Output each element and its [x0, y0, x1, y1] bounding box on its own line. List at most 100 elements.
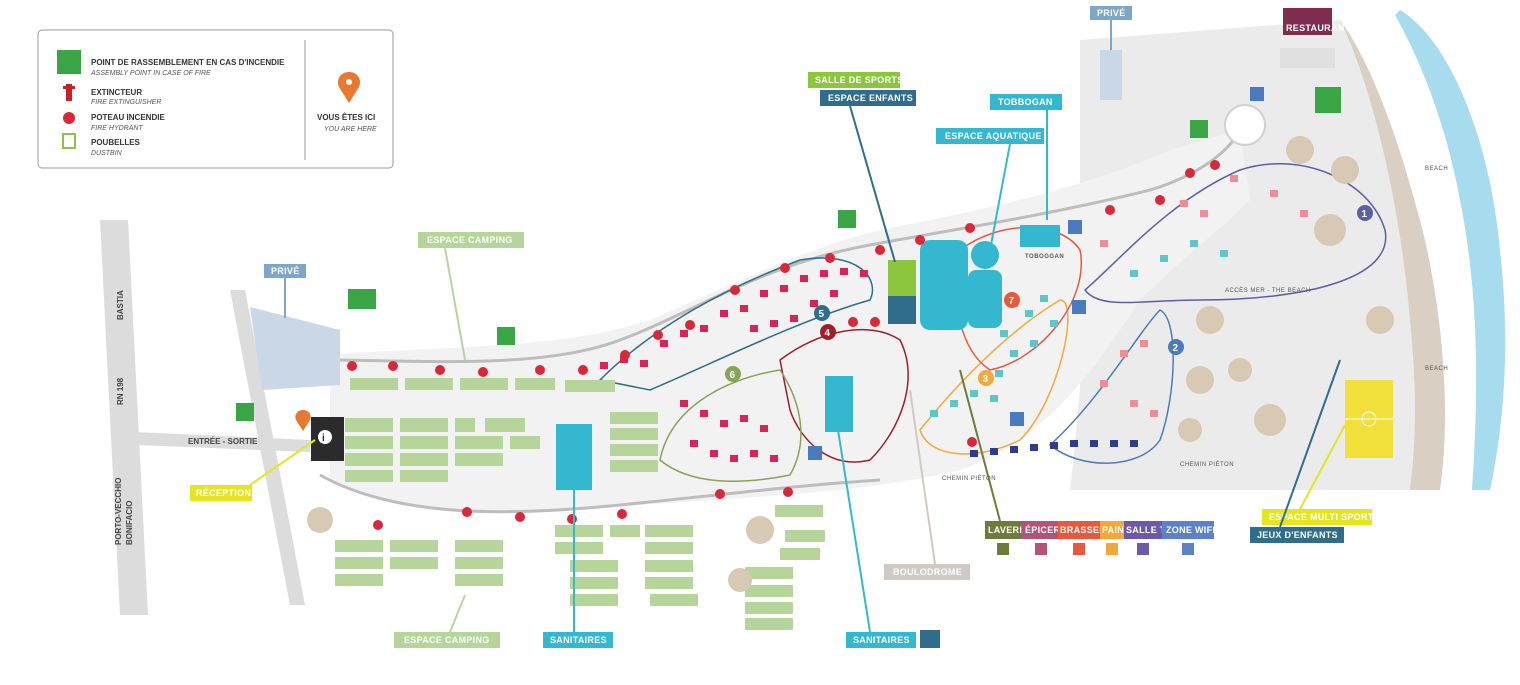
tag-prive-top: PRIVÉ	[1090, 6, 1132, 20]
legend-assembly-sub: ASSEMBLY POINT IN CASE OF FIRE	[90, 70, 211, 77]
tag-espace-enfants[interactable]: ESPACE ENFANTS	[820, 90, 916, 106]
you-are-here-legend-icon	[338, 72, 360, 103]
legend-dustbin-sub: DUSTBIN	[91, 150, 123, 157]
beach-access-label: ACCÈS MER - THE BEACH	[1225, 287, 1311, 294]
service-laverie[interactable]: LAVERIE	[985, 521, 1028, 555]
circuit-4-num: 4	[825, 328, 831, 339]
services-pointer	[959, 369, 1001, 522]
espace-enfants-building[interactable]	[888, 296, 916, 324]
highway-rn198	[100, 220, 148, 615]
circuit-7-num: 7	[1009, 296, 1015, 307]
legend-hydrant-label: POTEAU INCENDIE	[91, 113, 165, 122]
svg-text:ESPACE MULTI SPORTS: ESPACE MULTI SPORTS	[1269, 512, 1380, 522]
tag-espace-aquatique-pointer	[989, 143, 1011, 251]
circuit-2-num: 2	[1173, 343, 1179, 354]
tag-espace-camping-top: ESPACE CAMPING	[418, 232, 524, 248]
sanitaires-building-2[interactable]	[825, 376, 853, 432]
info-icon-glyph: i	[322, 433, 325, 444]
tag-espace-camping-bottom-pointer	[449, 594, 466, 633]
motorhome-marker	[348, 289, 376, 309]
wifi-icon	[1182, 543, 1194, 555]
info-icon	[318, 430, 332, 444]
svg-text:PRIVÉ: PRIVÉ	[271, 266, 300, 276]
tag-espace-aquatique[interactable]: ESPACE AQUATIQUE	[936, 128, 1044, 144]
legend-extinguisher-sub: FIRE EXTINGUISHER	[91, 99, 161, 106]
svg-text:SANITAIRES: SANITAIRES	[550, 635, 607, 645]
pool-area	[920, 225, 1060, 330]
svg-text:BRASSERIE: BRASSERIE	[1060, 525, 1115, 535]
restaurant-building	[1280, 48, 1335, 68]
tag-salle-de-sports[interactable]: SALLE DE SPORTS	[808, 72, 904, 88]
tag-reception-pointer	[249, 439, 316, 486]
svg-text:ESPACE AQUATIQUE: ESPACE AQUATIQUE	[945, 131, 1042, 141]
pedestrian-path-2: CHEMIN PIÉTON	[1180, 461, 1234, 468]
tag-sanitaires-1[interactable]: SANITAIRES	[543, 632, 613, 648]
road-name: RN 198	[116, 377, 125, 405]
circuit-badges	[725, 205, 1373, 386]
dustbin-markers	[236, 120, 1208, 421]
circuit-6-num: 6	[730, 370, 736, 381]
svg-text:ESPACE ENFANTS: ESPACE ENFANTS	[828, 93, 913, 103]
tag-restaurant[interactable]: RESTAURANT	[1283, 8, 1351, 35]
legend-assembly-label: POINT DE RASSEMBLEMENT EN CAS D'INCENDIE	[91, 58, 285, 67]
service-epicerie[interactable]: ÉPICERIE	[1022, 521, 1069, 555]
direction-bastia: BASTIA	[116, 290, 125, 320]
fire-hydrant-icon	[63, 112, 75, 124]
you-are-here-pin	[295, 410, 311, 431]
entrance-label: ENTRÉE - SORTIE	[188, 437, 258, 446]
sea	[1395, 10, 1506, 490]
service-zone-wifi[interactable]: ZONE WIFI	[1162, 521, 1215, 555]
circuit-6	[659, 369, 802, 482]
svg-text:ESPACE CAMPING: ESPACE CAMPING	[404, 635, 490, 645]
legend: POINT DE RASSEMBLEMENT EN CAS D'INCENDIE…	[37, 29, 394, 169]
tag-salle-pointer	[849, 105, 896, 263]
entrance-road	[135, 432, 310, 452]
sand-beach	[1330, 20, 1445, 490]
circuit-1-num: 1	[1362, 209, 1368, 220]
svg-text:ZONE WIFI: ZONE WIFI	[1166, 525, 1215, 535]
service-brasserie[interactable]: BRASSERIE	[1058, 521, 1115, 555]
beach-label-1: BEACH	[1425, 166, 1448, 172]
internal-loop-road-south	[319, 473, 881, 514]
tag-boulodrome[interactable]: BOULODROME	[884, 564, 970, 580]
legend-hydrant-sub: FIRE HYDRANT	[91, 125, 143, 132]
tag-tobbogan[interactable]: TOBBOGAN	[990, 94, 1062, 110]
assembly-point-marker	[1315, 87, 1341, 113]
toboggan-small-label: TOBOGGAN	[1025, 254, 1064, 260]
sanitaires-building-1[interactable]	[556, 424, 592, 490]
assembly-point-icon	[57, 50, 81, 74]
salle-de-sports-building[interactable]	[888, 260, 916, 296]
parking-icons	[808, 87, 1264, 460]
circuit-3	[919, 299, 1069, 455]
tag-boulodrome-pointer	[909, 389, 936, 565]
service-salle-tv[interactable]: SALLE TV	[1124, 521, 1172, 555]
roundabout	[1224, 104, 1266, 146]
tag-jeux-enfants[interactable]: JEUX D'ENFANTS	[1250, 527, 1344, 543]
legend-extinguisher-label: EXTINCTEUR	[91, 88, 142, 97]
gray-zone-east	[1070, 20, 1415, 490]
brasserie-icon	[1073, 543, 1085, 555]
svg-text:JEUX D'ENFANTS: JEUX D'ENFANTS	[1257, 530, 1338, 540]
svg-text:ÉPICERIE: ÉPICERIE	[1025, 525, 1069, 535]
tag-espace-multi-sports[interactable]: ESPACE MULTI SPORTS	[1262, 509, 1380, 525]
circuit-1	[1083, 162, 1387, 304]
mobile-homes-pink	[600, 268, 868, 462]
legend-you-are-here-label: VOUS ÊTES ICI	[317, 113, 375, 122]
multi-sports-field	[1345, 380, 1393, 458]
service-pain[interactable]: PAIN	[1100, 521, 1124, 555]
svg-text:SALLE TV: SALLE TV	[1126, 525, 1172, 535]
tag-prive-left: PRIVÉ	[264, 264, 306, 278]
circuit-5-num: 5	[819, 309, 825, 320]
prive-zone-west	[250, 50, 1122, 390]
svg-text:PAIN: PAIN	[1102, 525, 1124, 535]
legend-dustbin-label: POUBELLES	[91, 138, 141, 147]
tag-espace-camping-bottom: ESPACE CAMPING	[394, 632, 500, 648]
tag-sanitaires-2[interactable]: SANITAIRES	[846, 632, 916, 648]
internal-loop-road	[319, 129, 1242, 364]
tag-reception[interactable]: RÉCEPTION	[190, 485, 252, 501]
direction-porto-vecchio: PORTO-VECCHIO	[114, 478, 123, 545]
tag-multi-sports-pointer	[1299, 424, 1346, 510]
direction-bonifacio: BONIFACIO	[125, 501, 134, 545]
pedestrian-path-1: CHEMIN PIÉTON	[942, 475, 996, 482]
mobile-homes-blue	[970, 440, 1138, 457]
